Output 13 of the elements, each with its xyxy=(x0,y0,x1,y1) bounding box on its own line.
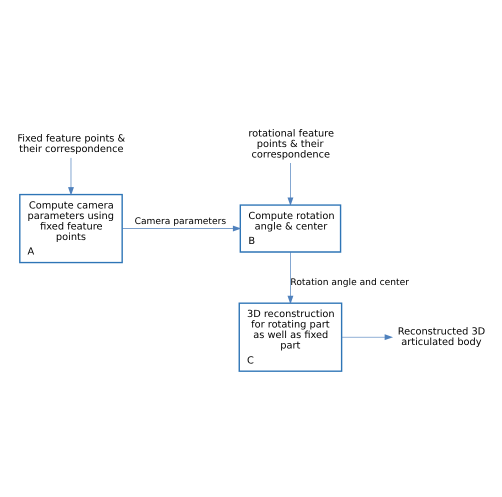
node-text: rotational feature points & their correspondence xyxy=(248,128,334,160)
node-text: Reconstructed 3D articulated body xyxy=(398,326,486,348)
arrow xyxy=(288,162,294,206)
arrow xyxy=(68,157,74,196)
arrow xyxy=(341,334,394,340)
node-box: Compute camera parameters using fixed feature points A xyxy=(19,194,123,264)
edge-label: Rotation angle and center xyxy=(290,278,409,288)
node-box: Compute rotation angle & center B xyxy=(240,204,342,253)
edge-label: Camera parameters xyxy=(134,216,226,227)
arrow xyxy=(122,226,242,232)
node-box: 3D reconstruction for rotating part as well as fixed part C xyxy=(238,302,342,372)
arrow xyxy=(288,252,294,304)
node-text: Fixed feature points & their correspondence xyxy=(17,134,126,156)
